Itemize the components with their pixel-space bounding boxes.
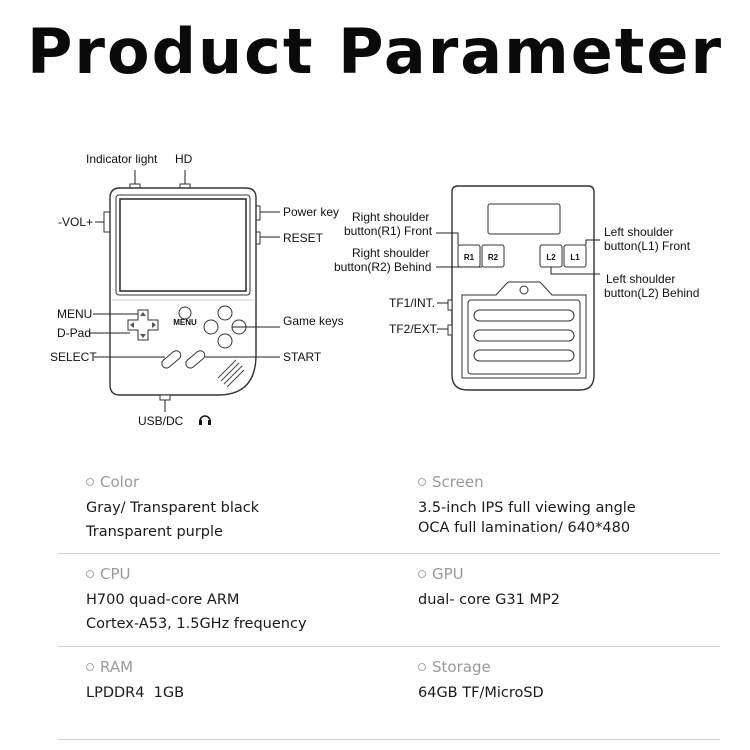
- reset-label: RESET: [283, 231, 324, 245]
- spec-storage: Storage 64GB TF/MicroSD: [388, 647, 720, 739]
- device-diagram: MENU Indicator l: [50, 152, 699, 428]
- spec-value: Gray/ Transparent black: [86, 500, 260, 516]
- start-label: START: [283, 350, 322, 364]
- r1-label-line2: button(R1) Front: [344, 224, 433, 238]
- bullet-icon: [418, 570, 426, 578]
- tf1-label: TF1/INT.: [389, 296, 435, 310]
- spec-label: Color: [100, 473, 140, 491]
- spec-label: GPU: [432, 565, 464, 583]
- spec-value: 64GB TF/MicroSD: [418, 685, 544, 701]
- r1-mark: R1: [464, 253, 475, 262]
- spec-label: Screen: [432, 473, 484, 491]
- l1-label-line2: button(L1) Front: [604, 239, 691, 253]
- select-label: SELECT: [50, 350, 97, 364]
- back-view: R1 R2 L2 L1 Right shoulder button(R1) Fr…: [334, 185, 699, 391]
- hd-label: HD: [175, 152, 193, 166]
- spec-cpu: CPU H700 quad-core ARM Cortex-A53, 1.5GH…: [58, 554, 388, 646]
- page-title: Product Parameter: [26, 15, 724, 88]
- menu-label: MENU: [57, 307, 92, 321]
- l2-label-line2: button(L2) Behind: [604, 286, 699, 300]
- spec-gpu: GPU dual- core G31 MP2: [388, 554, 720, 646]
- bullet-icon: [418, 478, 426, 486]
- r1-label-line1: Right shoulder: [352, 210, 429, 224]
- tf2-label: TF2/EXT.: [389, 322, 439, 336]
- l2-label-line1: Left shoulder: [606, 272, 675, 286]
- r2-label-line2: button(R2) Behind: [334, 260, 431, 274]
- r2-mark: R2: [488, 253, 499, 262]
- headphone-icon: [199, 415, 211, 422]
- usb-dc-label: USB/DC: [138, 414, 184, 428]
- volume-label: -VOL+: [58, 215, 93, 229]
- l2-mark: L2: [546, 253, 556, 262]
- spec-ram: RAM LPDDR4 1GB: [58, 647, 388, 739]
- bullet-icon: [86, 478, 94, 486]
- spec-color: Color Gray/ Transparent black Transparen…: [58, 462, 388, 553]
- spec-label: Storage: [432, 658, 491, 676]
- bullet-icon: [86, 570, 94, 578]
- dpad-label: D-Pad: [57, 326, 91, 340]
- spec-label: CPU: [100, 565, 131, 583]
- bullet-icon: [418, 663, 426, 671]
- spec-label: RAM: [100, 658, 134, 676]
- spec-row: Color Gray/ Transparent black Transparen…: [58, 462, 720, 554]
- spec-value: dual- core G31 MP2: [418, 592, 560, 608]
- spec-value: H700 quad-core ARM: [86, 592, 240, 608]
- spec-value: 3.5-inch IPS full viewing angle: [418, 500, 636, 516]
- l1-mark: L1: [570, 253, 580, 262]
- spec-value: LPDDR4 1GB: [86, 685, 185, 701]
- indicator-light-label: Indicator light: [86, 152, 158, 166]
- spec-value: Cortex-A53, 1.5GHz frequency: [86, 616, 307, 632]
- spec-screen: Screen 3.5-inch IPS full viewing angle O…: [388, 462, 720, 553]
- front-view: MENU Indicator l: [50, 152, 344, 428]
- spec-value: Transparent purple: [86, 524, 223, 540]
- spec-value: OCA full lamination/ 640*480: [418, 520, 631, 536]
- spec-row: RAM LPDDR4 1GB Storage 64GB TF/MicroSD: [58, 647, 720, 740]
- r2-label-line1: Right shoulder: [352, 246, 429, 260]
- bullet-icon: [86, 663, 94, 671]
- game-keys-label: Game keys: [283, 314, 344, 328]
- power-key-label: Power key: [283, 205, 339, 219]
- spec-row: CPU H700 quad-core ARM Cortex-A53, 1.5GH…: [58, 554, 720, 647]
- spec-table: Color Gray/ Transparent black Transparen…: [58, 462, 720, 740]
- l1-label-line1: Left shoulder: [604, 225, 673, 239]
- menu-button-mark: MENU: [173, 318, 197, 327]
